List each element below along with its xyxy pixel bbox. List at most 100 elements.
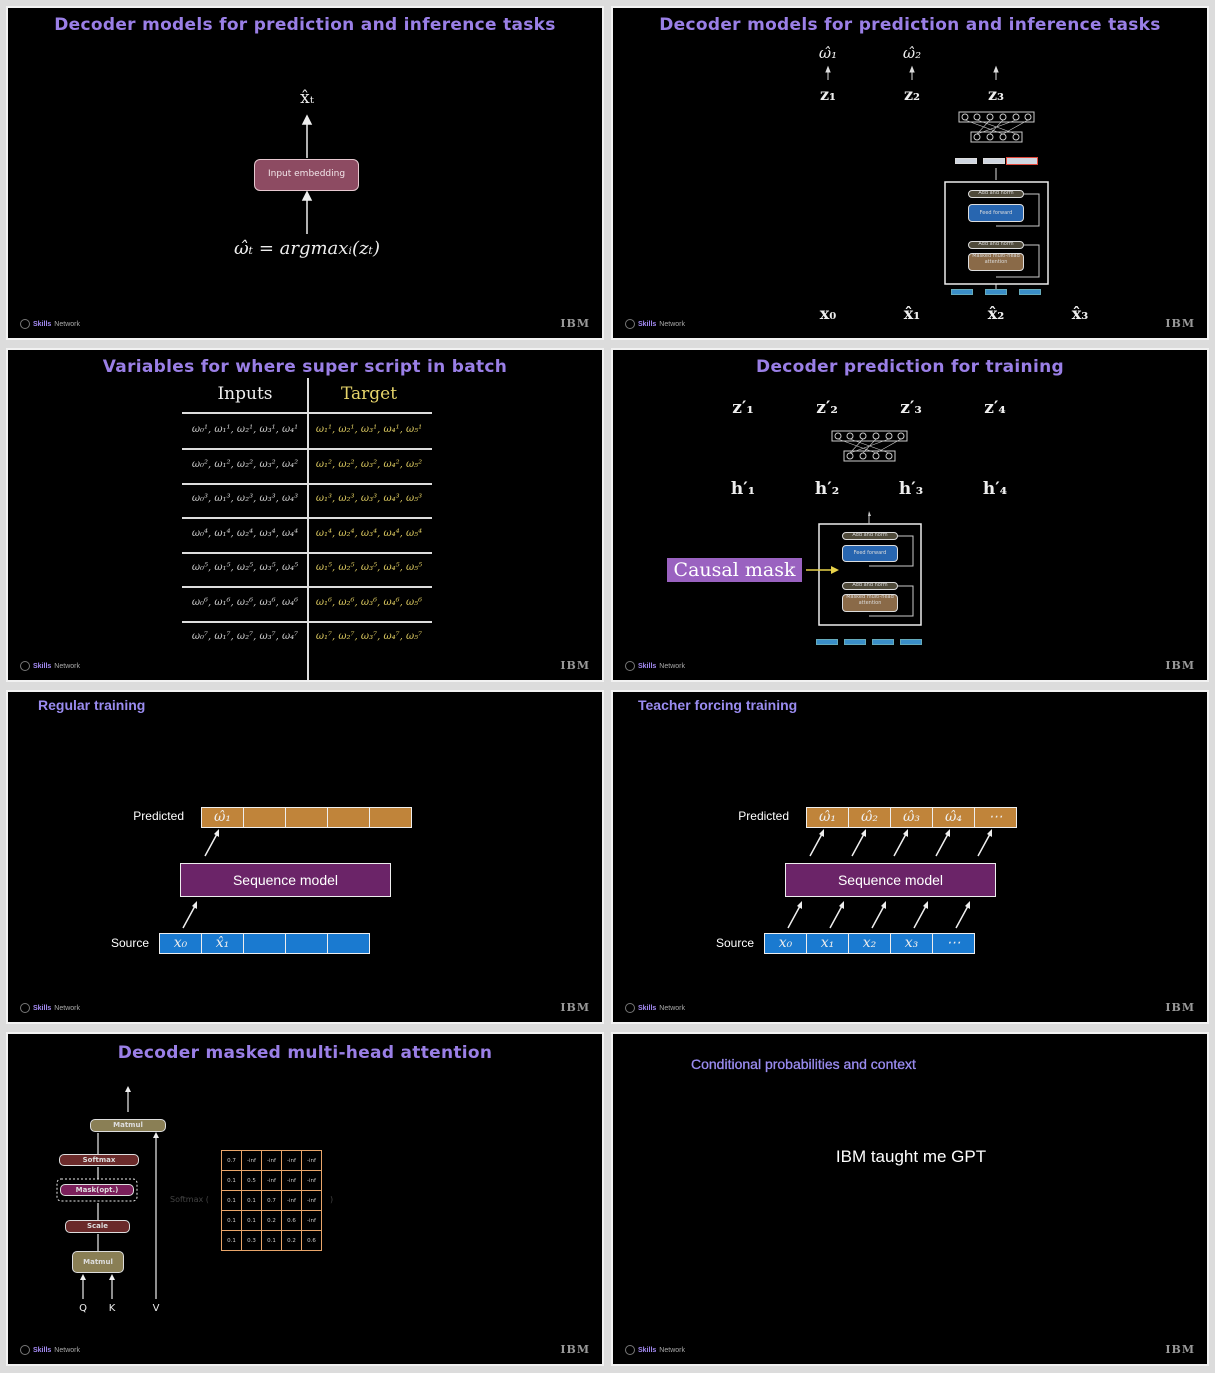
matrix-cell: 0.7	[261, 1190, 282, 1211]
slide-batch-variables[interactable]: Variables for where super script in batc…	[6, 348, 604, 682]
attention-arrows	[56, 1086, 159, 1299]
sequence-cell: ω̂₂	[849, 808, 891, 827]
cell-target: ω₁¹, ω₂¹, ω₃¹, ω₄¹, ω₅¹	[315, 424, 423, 435]
h-prime-2: h′₂	[814, 479, 840, 499]
cell-target: ω₁⁶, ω₂⁶, ω₃⁶, ω₄⁶, ω₅⁶	[315, 596, 423, 608]
sequence-cell: ⋯	[988, 809, 1003, 825]
matrix-cell: 0.1	[241, 1210, 262, 1231]
x-1: x̂₁	[903, 304, 921, 323]
row-rule	[182, 482, 432, 485]
sequence-cell: x₀	[765, 934, 807, 953]
row-rule	[182, 448, 432, 450]
h-prime-1: h′₁	[730, 479, 756, 499]
sequence-cell: ω̂₁	[202, 808, 244, 827]
cell-target: ω₁⁷, ω₂⁷, ω₃⁷, ω₄⁷, ω₅⁷	[315, 631, 423, 642]
matrix-cell: 0.1	[221, 1190, 242, 1211]
cell-target: ω₁³, ω₂³, ω₃³, ω₄³, ω₅³	[315, 493, 423, 504]
slide-title: Teacher forcing training	[638, 697, 798, 713]
token	[955, 158, 977, 164]
output-label: x̂ₜ	[300, 88, 314, 108]
cell-inputs: ω₀², ω₁², ω₂², ω₃², ω₄²	[191, 458, 299, 470]
cell-inputs: ω₀⁷, ω₁⁷, ω₂⁷, ω₃⁷, ω₄⁷	[191, 631, 299, 642]
sequence-cell: x̂₁	[202, 934, 244, 953]
arrow-head	[839, 901, 844, 909]
ibm-logo: IBM	[560, 1343, 590, 1356]
causal-mask-label: Causal mask	[667, 558, 802, 582]
feed-forward-box: Feed forward	[968, 204, 1024, 222]
arrows	[301, 114, 313, 234]
matrix-cell: -inf	[241, 1150, 262, 1171]
matrix-cell: 0.7	[221, 1150, 242, 1171]
matrix-cell: 0.1	[221, 1170, 242, 1191]
v-label: V	[152, 1303, 160, 1314]
masked-attention-box: Masked multi-head attention	[842, 594, 898, 612]
slide-title: Conditional probabilities and context	[691, 1056, 916, 1072]
matmul-top-box: Matmul	[90, 1119, 166, 1132]
arrow-head	[945, 829, 950, 837]
slide-title: Variables for where super script in batc…	[102, 357, 508, 377]
arrow	[893, 833, 907, 857]
q-label: Q	[79, 1303, 87, 1314]
matrix-cell: -inf	[281, 1190, 302, 1211]
slide-conditional-probabilities[interactable]: Conditional probabilities and context IB…	[611, 1032, 1209, 1366]
sequence-cell: x₃	[891, 934, 933, 953]
slide-decoder-inference-2[interactable]: Decoder models for prediction and infere…	[611, 6, 1209, 340]
h-prime-4: h′₄	[982, 479, 1008, 499]
slide-regular-training[interactable]: Regular training Predicted ω̂₁ Sequence …	[6, 690, 604, 1024]
x-0: x₀	[819, 304, 837, 323]
arrow	[851, 833, 865, 857]
sequence-cell	[286, 808, 328, 827]
arrow	[955, 905, 969, 929]
slide-title: Decoder prediction for training	[756, 357, 1064, 377]
add-norm-box: Add and norm	[968, 190, 1024, 198]
ibm-logo: IBM	[560, 317, 590, 330]
cell-target: ω₁⁴, ω₂⁴, ω₃⁴, ω₄⁴, ω₅⁴	[315, 527, 423, 539]
input-token	[1019, 289, 1041, 295]
table-divider	[307, 378, 309, 680]
predicted-row: ω̂₁	[201, 807, 412, 828]
body-text: IBM taught me GPT	[835, 1147, 987, 1166]
sequence-cell	[286, 934, 328, 953]
sequence-model-box: Sequence model	[785, 863, 996, 897]
cell-inputs: ω₀¹, ω₁¹, ω₂¹, ω₃¹, ω₄¹	[191, 424, 299, 435]
row-rule	[182, 551, 432, 554]
sequence-cell: x₂	[849, 934, 891, 953]
token	[983, 158, 1005, 164]
col-target: Target	[340, 384, 398, 404]
omega-1: ω̂₁	[818, 44, 838, 62]
cell-inputs: ω₀⁴, ω₁⁴, ω₂⁴, ω₃⁴, ω₄⁴	[191, 527, 299, 539]
mask-box: Mask(opt.)	[60, 1184, 134, 1196]
matrix-cell: 0.1	[221, 1210, 242, 1231]
arrow	[787, 905, 801, 929]
matrix-cell: -inf	[301, 1170, 322, 1191]
matrix-cell: -inf	[301, 1210, 322, 1231]
source-label: Source	[110, 936, 149, 950]
slide-masked-attention[interactable]: Decoder masked multi-head attention Matm…	[6, 1032, 604, 1366]
slide-title: Decoder models for prediction and infere…	[54, 15, 556, 35]
predicted-label: Predicted	[738, 809, 789, 823]
sequence-cell: x₀	[160, 934, 202, 953]
matrix-cell: -inf	[261, 1150, 282, 1171]
slide-title: Decoder models for prediction and infere…	[659, 15, 1161, 35]
matrix-cell: 0.1	[241, 1190, 262, 1211]
matrix-cell: -inf	[301, 1150, 322, 1171]
x-3: x̂₃	[1071, 304, 1089, 323]
sequence-cell: ω̂₁	[807, 808, 849, 827]
arrow	[913, 905, 927, 929]
sequence-cell	[328, 808, 370, 827]
slide-decoder-training[interactable]: Decoder prediction for training z′₁ z′₂ …	[611, 348, 1209, 682]
z-prime-3: z′₃	[900, 398, 922, 418]
input-token	[900, 639, 922, 645]
slide-decoder-inference[interactable]: Decoder models for prediction and infere…	[6, 6, 604, 340]
cell-inputs: ω₀⁶, ω₁⁶, ω₂⁶, ω₃⁶, ω₄⁶	[191, 596, 299, 608]
add-norm-box: Add and norm	[968, 241, 1024, 249]
arrow-head	[903, 829, 908, 837]
arrow	[871, 905, 885, 929]
matrix-cell: -inf	[301, 1190, 322, 1211]
